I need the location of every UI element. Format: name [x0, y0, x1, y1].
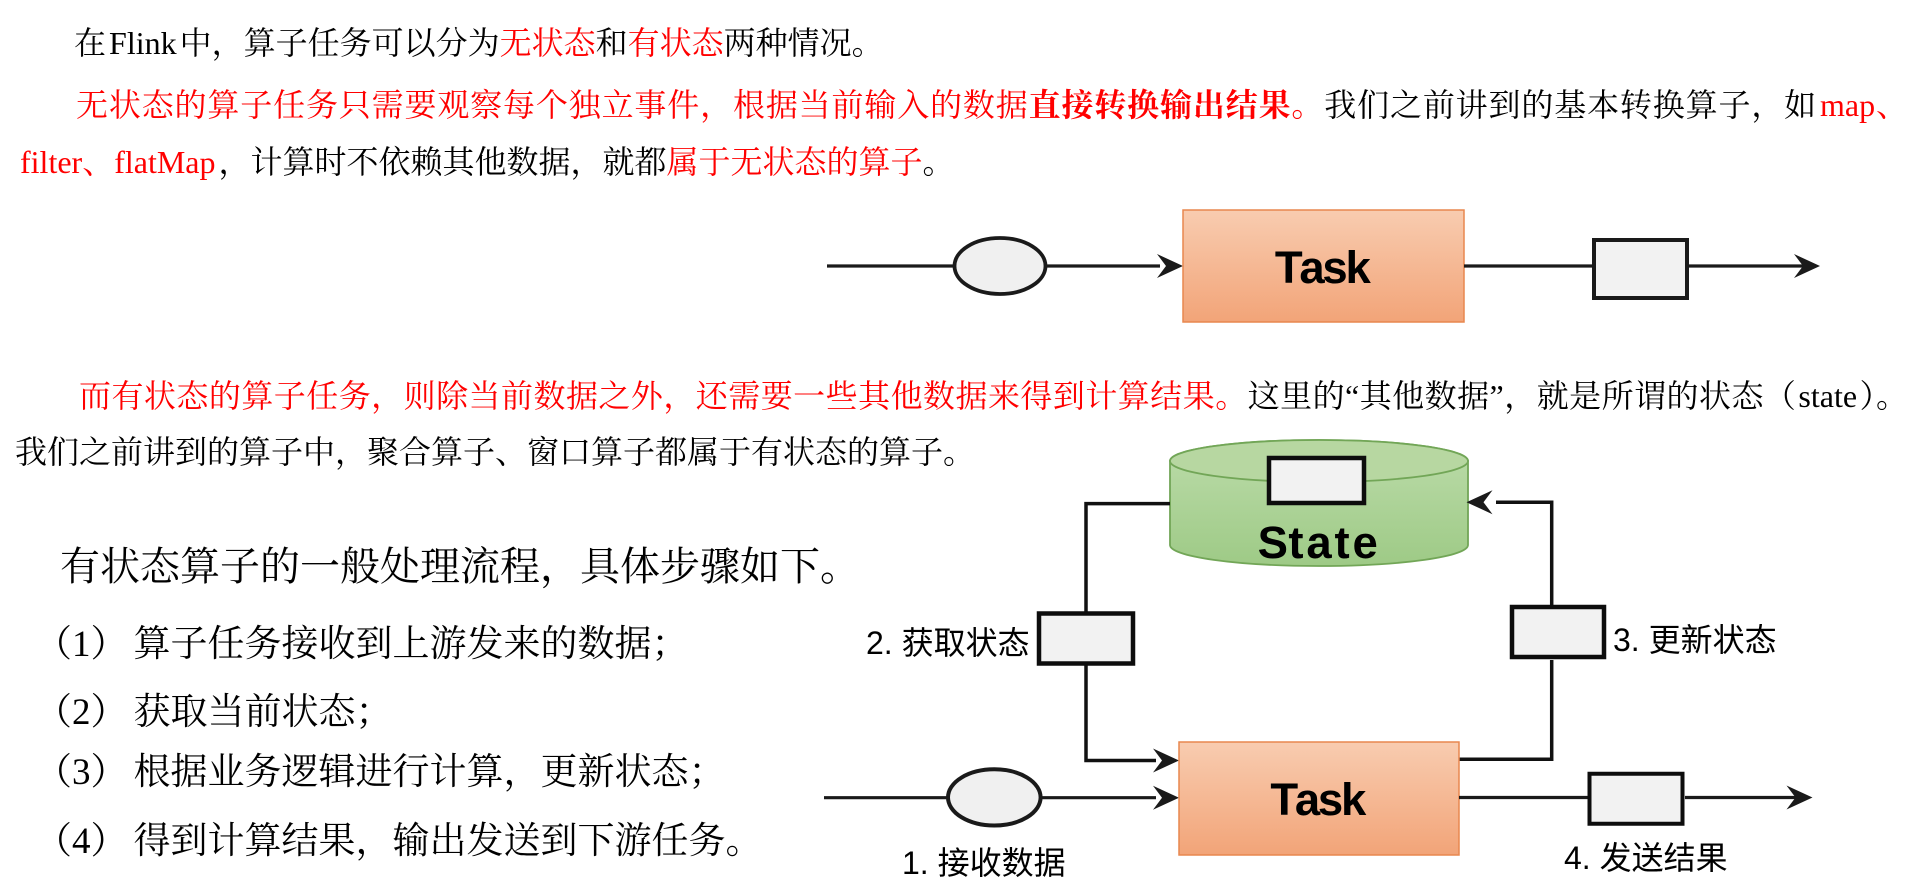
svg-text:k: k: [1341, 774, 1367, 825]
svg-text:1. 接收数据: 1. 接收数据: [902, 845, 1066, 881]
svg-text:s: s: [1322, 242, 1347, 293]
svg-text:a: a: [1299, 242, 1325, 293]
svg-text:e: e: [1353, 517, 1378, 568]
svg-text:3. 更新状态: 3. 更新状态: [1613, 622, 1777, 658]
svg-text:2. 获取状态: 2. 获取状态: [866, 625, 1030, 661]
svg-text:t: t: [1335, 517, 1350, 568]
svg-text:k: k: [1345, 242, 1371, 293]
svg-text:a: a: [1306, 517, 1332, 568]
svg-text:4. 发送结果: 4. 发送结果: [1564, 840, 1728, 876]
svg-text:a: a: [1295, 774, 1321, 825]
svg-text:s: s: [1318, 774, 1343, 825]
svg-text:T: T: [1270, 774, 1298, 825]
svg-text:t: t: [1288, 517, 1303, 568]
svg-text:S: S: [1258, 517, 1288, 568]
svg-text:T: T: [1275, 242, 1303, 293]
